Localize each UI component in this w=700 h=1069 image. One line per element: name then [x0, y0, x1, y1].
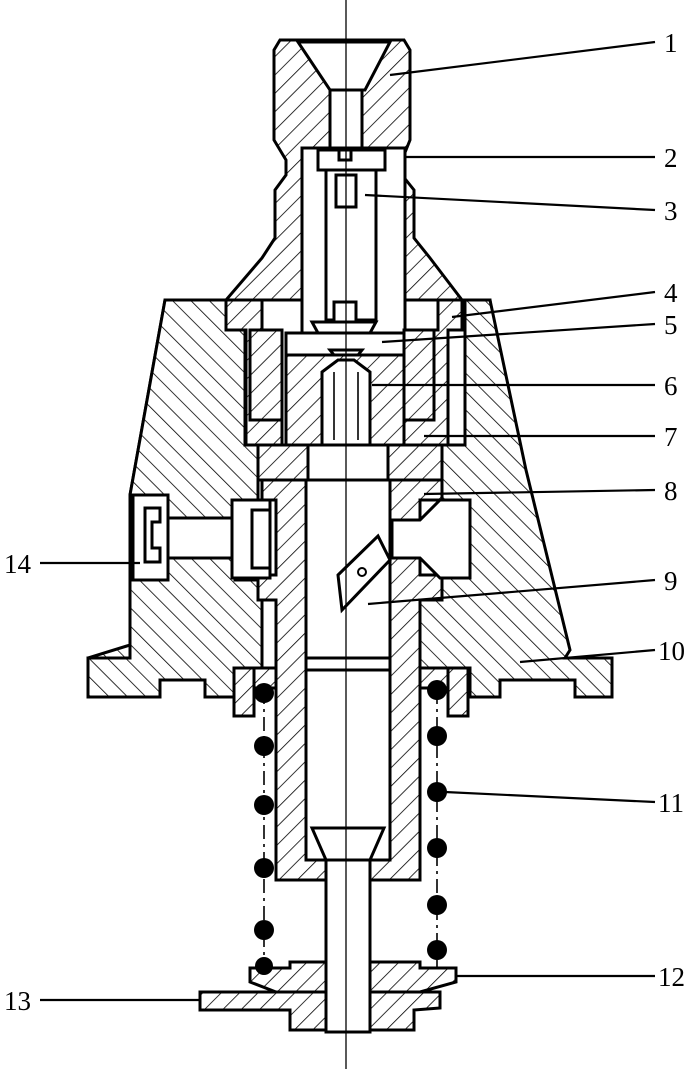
label-12: 12 [658, 962, 685, 992]
label-8: 8 [664, 476, 678, 506]
top-taper-bore [295, 40, 393, 92]
base-plate-right [368, 990, 442, 1032]
spring-seat-left-low [232, 666, 256, 718]
side-screw-nut-core [250, 508, 272, 570]
side-screw-slot [143, 506, 162, 564]
base-plate [198, 990, 328, 1032]
label-11: 11 [658, 788, 684, 818]
label-1: 1 [664, 28, 678, 58]
spring-coils [254, 680, 447, 975]
insert-screw [357, 567, 367, 577]
right-key [390, 498, 472, 580]
label-10: 10 [658, 636, 685, 666]
bottom-stem [324, 858, 372, 1034]
sleeve-bore-top [306, 443, 390, 482]
washer-cone [309, 320, 379, 335]
part-labels: 1 2 3 4 5 6 7 8 9 10 11 12 13 14 [4, 28, 685, 1016]
label-4: 4 [664, 278, 678, 308]
label-9: 9 [664, 566, 678, 596]
label-6: 6 [664, 371, 678, 401]
side-screw-shaft [166, 516, 234, 560]
label-14: 14 [4, 549, 32, 579]
screw-slot [337, 148, 353, 162]
label-5: 5 [664, 310, 678, 340]
label-2: 2 [664, 143, 678, 173]
flange-inner-left [248, 328, 284, 422]
housing-left [86, 298, 264, 699]
bore-groove [304, 656, 392, 672]
spring-seat-right-low [446, 666, 470, 718]
bottom-taper [309, 826, 387, 862]
spring-plate-right [368, 960, 458, 994]
label-7: 7 [664, 422, 678, 452]
label-13: 13 [4, 986, 31, 1016]
label-3: 3 [664, 196, 678, 226]
flange-inner-right [402, 328, 436, 422]
leader-lines [40, 40, 656, 1002]
